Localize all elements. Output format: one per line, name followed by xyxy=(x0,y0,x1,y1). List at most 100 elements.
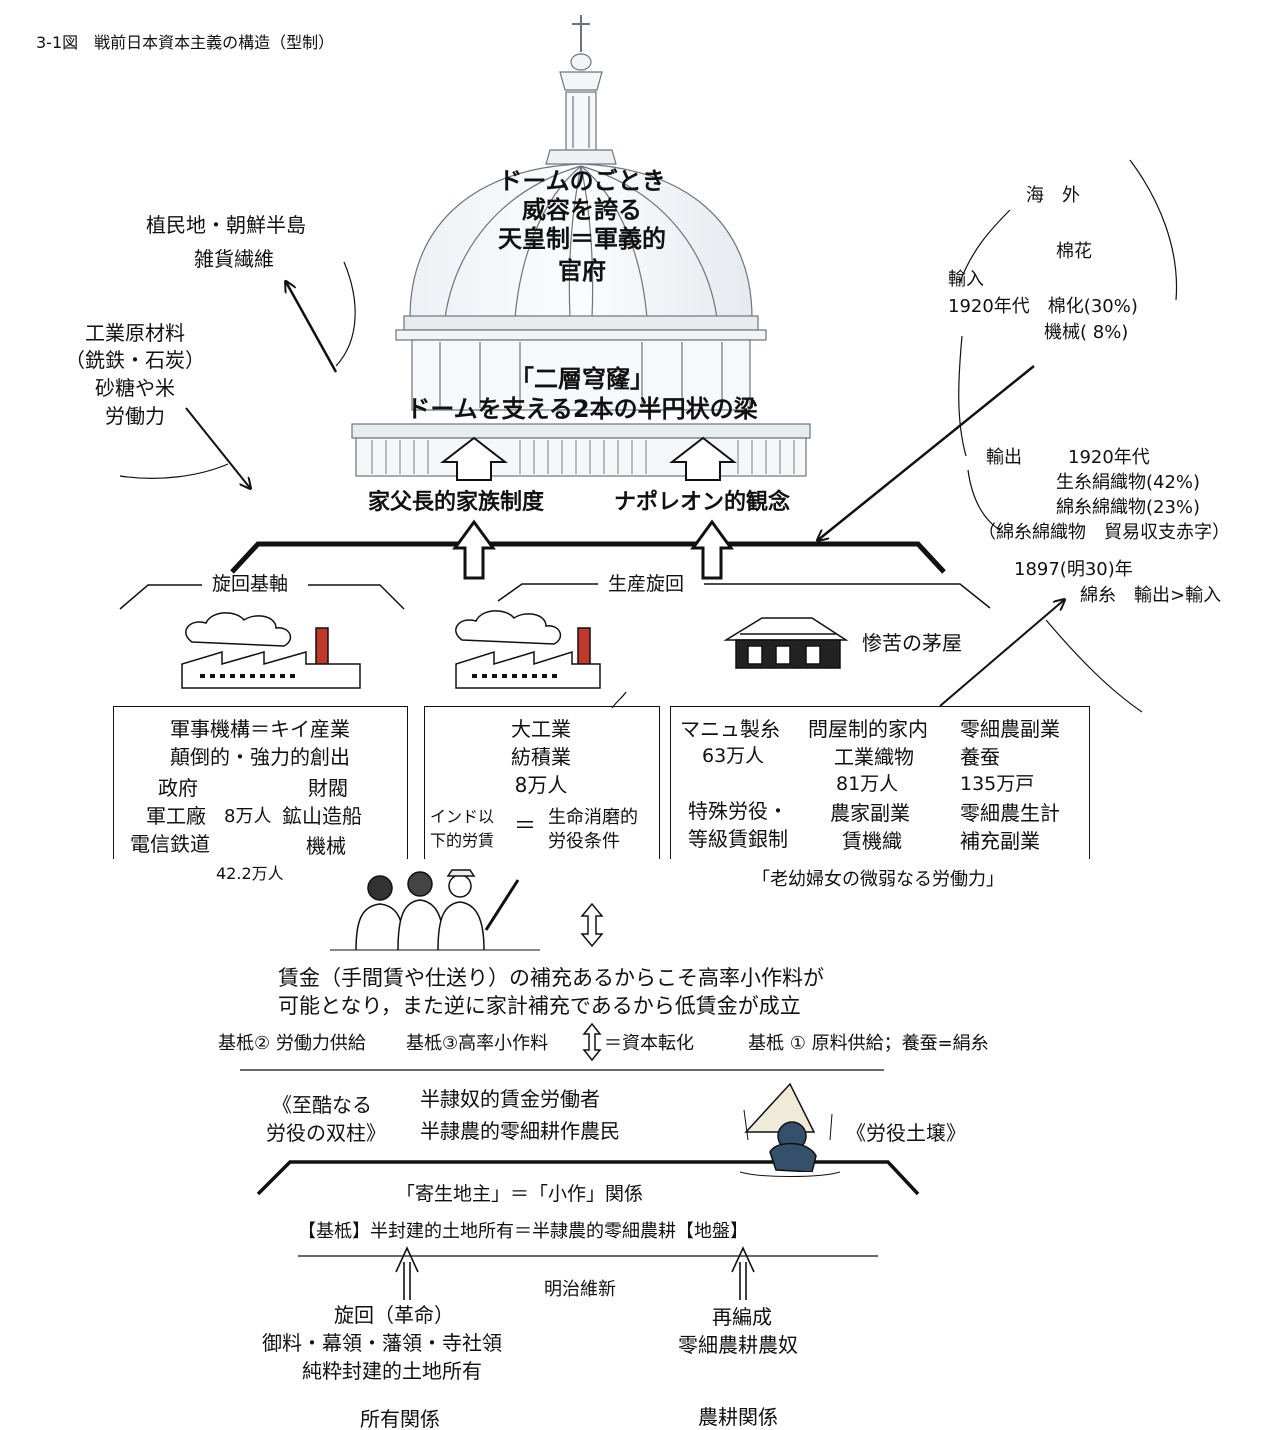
dome-line1: ドームのごとき xyxy=(498,167,666,195)
pillar-left: 家父長的家族制度 xyxy=(368,490,545,515)
base-capital: ＝資本転化 xyxy=(604,1033,694,1054)
military-line2: 顛倒的・強力的創出 xyxy=(170,745,350,769)
military-machine: 機械 xyxy=(306,834,346,858)
industry-line2: 紡積業 xyxy=(511,745,571,769)
labor-left2: 労役の双柱》 xyxy=(266,1121,386,1145)
colony-input-4: 労働力 xyxy=(105,404,165,428)
double-arrow-vertical xyxy=(580,902,604,1062)
base-1: 基柢 ① 原料供給；養蚕=絹糸 xyxy=(748,1033,989,1054)
vault-line2: ドームを支える2本の半円状の梁 xyxy=(406,395,758,423)
overseas-import-row1: 1920年代 棉化(30%) xyxy=(948,296,1138,317)
industry-wage1: インド以 xyxy=(430,807,495,826)
overseas-export-row3: 綿糸綿織物(23%) xyxy=(1056,497,1201,518)
pillar-right: ナポレオン的観念 xyxy=(614,490,791,515)
military-gov: 政府 xyxy=(158,776,198,800)
up-arrow-hollow-beam-left xyxy=(452,519,496,580)
colony-input-2: （銑鉄・石炭） xyxy=(65,348,205,372)
landlord-line2: 【基柢】半封建的土地所有＝半隷農的零細農耕【地盤】 xyxy=(298,1221,748,1242)
landlord-line1: 「寄生地主」＝「小作」関係 xyxy=(396,1183,644,1205)
base-3: 基柢③高率小作料 xyxy=(406,1033,549,1054)
rural-note: 「老幼婦女の微弱なる労働力」 xyxy=(752,869,1004,890)
colony-input-1: 工業原材料 xyxy=(85,321,185,345)
colony-title: 植民地・朝鮮半島 xyxy=(146,213,306,237)
overseas-title: 海 外 xyxy=(1026,185,1080,206)
vault-line1: 「二層穹窿」 xyxy=(510,365,654,393)
meiji-left1: 旋回（革命） xyxy=(334,1303,454,1327)
dome-line4: 官府 xyxy=(558,257,606,285)
military-arsenal: 軍工廠 xyxy=(146,804,206,828)
base-2: 基柢② 労働力供給 xyxy=(218,1033,366,1054)
rural-c3-4: 零細農生計 xyxy=(960,801,1060,825)
wages-line2: 可能となり，また逆に家計補充であるから低賃金が成立 xyxy=(278,994,801,1018)
meiji-left2: 御料・幕領・藩領・寺社領 xyxy=(262,1331,502,1355)
overseas-import-row2: 機械( 8%) xyxy=(1044,322,1129,343)
labor-left1: 《至酷なる xyxy=(272,1093,372,1117)
labor-mid2: 半隷農的零細耕作農民 xyxy=(420,1119,620,1143)
wages-line1: 賃金（手間賃や仕送り）の補充あるからこそ高率小作料が xyxy=(278,966,824,990)
military-total: 42.2万人 xyxy=(216,864,284,883)
rural-c1-2: 63万人 xyxy=(702,745,765,767)
support-beam xyxy=(230,541,946,574)
section-production: 生産旋回 xyxy=(608,573,685,595)
rural-c1-4: 等級賃銀制 xyxy=(688,827,788,851)
rural-c2-1: 問屋制的家内 xyxy=(808,717,928,741)
labor-right: 《労役土壌》 xyxy=(846,1121,966,1145)
dome-illustration xyxy=(351,15,811,477)
overseas-export-row4: （綿糸綿織物 貿易収支赤字） xyxy=(978,522,1230,543)
box-rural xyxy=(670,706,1090,859)
industry-line1: 大工業 xyxy=(511,717,571,741)
box-military xyxy=(113,706,408,859)
hut-icon xyxy=(723,617,849,669)
rural-c3-1: 零細農副業 xyxy=(960,717,1060,741)
workers-illustration xyxy=(330,869,540,951)
factory-icon-left xyxy=(181,612,361,689)
up-arrow-hollow-beam-right xyxy=(690,519,734,580)
labor-mid1: 半隷奴的賃金労働者 xyxy=(420,1087,600,1111)
meiji-left3: 純粋封建的土地所有 xyxy=(302,1359,482,1383)
colony-sub: 雑貨繊維 xyxy=(194,247,274,271)
rural-c1-1: マニュ製糸 xyxy=(680,717,780,741)
double-arrow-up-meiji xyxy=(395,1246,755,1300)
meiji-right1: 再編成 xyxy=(712,1305,772,1329)
rural-c3-5: 補充副業 xyxy=(960,829,1040,853)
military-telecom: 電信鉄道 xyxy=(130,832,210,856)
meiji-ownership: 所有関係 xyxy=(360,1407,440,1430)
overseas-import-label: 輸入 xyxy=(948,269,984,290)
military-zaibatsu: 財閥 xyxy=(308,776,348,800)
dome-line2: 威容を誇る xyxy=(522,196,642,224)
military-count: 8万人 xyxy=(224,806,272,827)
industry-wage2: 下的労賃 xyxy=(430,831,495,850)
overseas-yarn-row: 綿糸 輸出>輸入 xyxy=(1080,585,1222,606)
rural-c2-5: 賃機織 xyxy=(842,829,902,853)
industry-cond1: 生命消磨的 xyxy=(548,807,638,828)
figure-caption: 3-1図 戦前日本資本主義の構造（型制） xyxy=(36,33,335,52)
overseas-export-row2: 生糸絹織物(42%) xyxy=(1056,472,1201,493)
farmer-illustration xyxy=(739,1082,841,1177)
factory-icon-middle xyxy=(455,610,601,689)
industry-cond2: 労役条件 xyxy=(548,831,620,852)
military-mining: 鉱山造船 xyxy=(282,804,362,828)
meiji-farming: 農耕関係 xyxy=(698,1405,778,1429)
meiji-title: 明治維新 xyxy=(544,1279,616,1300)
industry-line3: 8万人 xyxy=(514,773,568,797)
section-axis: 旋回基軸 xyxy=(212,573,289,595)
overseas-export-label: 輸出 xyxy=(986,447,1022,468)
rural-c2-2: 工業織物 xyxy=(834,745,914,769)
overseas-export-row1: 1920年代 xyxy=(1068,447,1150,468)
dome-line3: 天皇制＝軍義的 xyxy=(498,225,666,253)
box-industry xyxy=(424,706,660,859)
military-line1: 軍事機構＝キイ産業 xyxy=(170,717,350,741)
colony-input-3: 砂糖や米 xyxy=(95,376,175,400)
industry-equals: ＝ xyxy=(514,814,537,839)
meiji-right2: 零細農耕農奴 xyxy=(678,1333,798,1357)
rural-c2-3: 81万人 xyxy=(836,773,899,795)
up-arrow-hollow-left xyxy=(440,436,508,481)
rural-c3-2: 養蚕 xyxy=(960,745,1000,769)
up-arrow-hollow-right xyxy=(669,436,737,481)
rural-c3-3: 135万戸 xyxy=(960,773,1035,795)
rural-c2-4: 農家副業 xyxy=(830,801,910,825)
section-hut: 惨苦の茅屋 xyxy=(862,631,962,655)
overseas-year-row: 1897(明30)年 xyxy=(1014,559,1133,580)
